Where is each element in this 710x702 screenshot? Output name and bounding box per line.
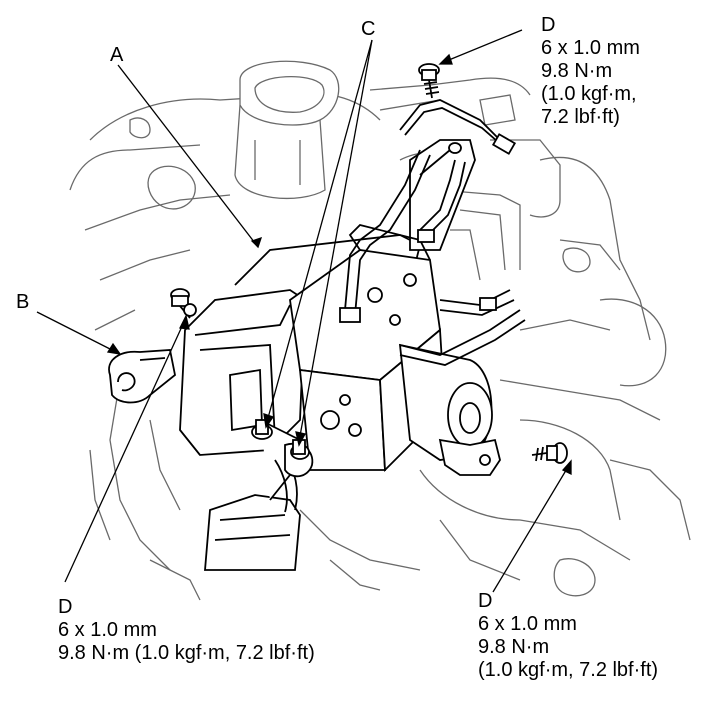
callout-d-top: D 6 x 1.0 mm 9.8 N·m (1.0 kgf·m, 7.2 lbf… bbox=[541, 14, 640, 129]
callout-d-bottom-right-torque: 9.8 N·m bbox=[478, 636, 550, 658]
bolt-top bbox=[418, 63, 440, 99]
callout-d-top-lbf: 7.2 lbf·ft) bbox=[541, 106, 620, 128]
leader-lines bbox=[36, 29, 572, 593]
harness-connector bbox=[204, 419, 314, 571]
callout-d-bottom-right-spec: 6 x 1.0 mm bbox=[478, 613, 577, 635]
bolts-c bbox=[251, 419, 310, 460]
callout-d-bottom-left-spec: 6 x 1.0 mm bbox=[58, 619, 157, 641]
callout-d-bottom-right: D 6 x 1.0 mm 9.8 N·m (1.0 kgf·m, 7.2 lbf… bbox=[478, 590, 658, 682]
brake-lines bbox=[339, 99, 526, 366]
bolt-right bbox=[531, 442, 568, 464]
bracket-b-part bbox=[108, 349, 176, 404]
callout-b-label: B bbox=[16, 291, 30, 313]
abs-modulator-unit bbox=[179, 139, 501, 476]
callout-d-bottom-left: D 6 x 1.0 mm 9.8 N·m (1.0 kgf·m, 7.2 lbf… bbox=[58, 596, 315, 665]
callout-c-label: C bbox=[361, 18, 376, 40]
callout-d-bottom-right-kgf-lbf: (1.0 kgf·m, 7.2 lbf·ft) bbox=[478, 659, 659, 681]
callout-d-bottom-left-letter: D bbox=[58, 596, 73, 618]
callout-d-top-kgf: (1.0 kgf·m, bbox=[541, 83, 637, 105]
callout-a-label: A bbox=[110, 44, 124, 66]
callout-d-top-letter: D bbox=[541, 14, 556, 36]
callout-d-bottom-left-torque: 9.8 N·m (1.0 kgf·m, 7.2 lbf·ft) bbox=[58, 642, 315, 664]
bolt-left bbox=[170, 288, 197, 319]
callout-d-top-spec: 6 x 1.0 mm bbox=[541, 37, 640, 59]
engine-bay-background bbox=[69, 60, 691, 601]
callout-d-bottom-right-letter: D bbox=[478, 590, 493, 612]
callout-d-top-torque: 9.8 N·m bbox=[541, 60, 613, 82]
